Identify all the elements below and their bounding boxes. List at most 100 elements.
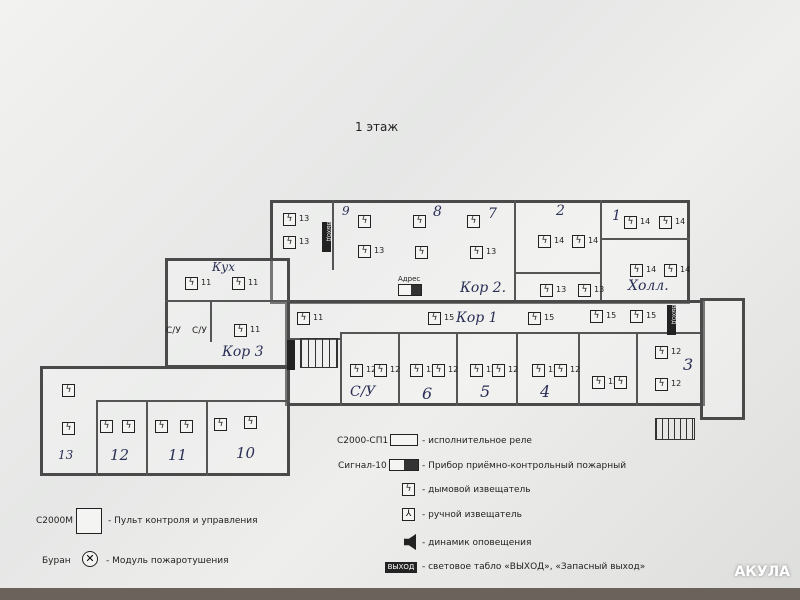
smoke-detector-icon bbox=[358, 215, 371, 228]
smoke-detector-icon: 11 bbox=[185, 277, 211, 290]
extinguishing-module-icon: ✕ bbox=[82, 551, 98, 567]
smoke-detector-icon bbox=[62, 384, 75, 397]
room-label-9: 9 bbox=[342, 204, 350, 218]
wall bbox=[340, 332, 342, 406]
room-label-wc: С/У bbox=[166, 326, 181, 336]
wall bbox=[600, 200, 602, 300]
smoke-detector-icon: 14 bbox=[624, 216, 650, 229]
legend-panel-desc: - Прибор приёмно-контрольный пожарный bbox=[422, 461, 627, 471]
smoke-detector-icon: 12 bbox=[410, 364, 436, 377]
legend-manual-desc: - ручной извещатель bbox=[422, 510, 522, 520]
wall bbox=[636, 332, 638, 406]
smoke-detector-icon: 12 bbox=[655, 378, 681, 391]
smoke-detector-icon: 13 bbox=[283, 213, 309, 226]
legend-panel-model: Сигнал-10 bbox=[338, 461, 387, 471]
wall bbox=[600, 238, 690, 240]
room-label-6: 6 bbox=[422, 384, 433, 403]
control-panel-icon bbox=[398, 284, 422, 296]
room-label-wc: С/У bbox=[350, 384, 376, 400]
room-label-3: 3 bbox=[683, 355, 694, 374]
wall bbox=[332, 200, 334, 270]
exit-sign-stair bbox=[287, 340, 295, 370]
legend-console-desc: - Пульт контроля и управления bbox=[108, 516, 258, 526]
smoke-detector-icon: 12 bbox=[374, 364, 400, 377]
smoke-detector-icon: 15 bbox=[630, 310, 656, 323]
floor-background bbox=[0, 588, 800, 600]
smoke-detector-icon: 11 bbox=[234, 324, 260, 337]
wall bbox=[96, 400, 290, 402]
room-label-1: 1 bbox=[612, 208, 621, 224]
smoke-detector-icon: 15 bbox=[428, 312, 454, 325]
wall bbox=[96, 400, 98, 476]
room-label-13: 13 bbox=[58, 448, 74, 462]
legend-module-desc: - Модуль пожаротушения bbox=[106, 556, 229, 566]
smoke-detector-icon bbox=[100, 420, 113, 433]
room-label-wc: С/У bbox=[192, 326, 207, 336]
smoke-detector-icon: 12 bbox=[432, 364, 458, 377]
smoke-detector-icon: 12 bbox=[532, 364, 558, 377]
address-label: Адрес bbox=[398, 275, 421, 283]
room-label-4: 4 bbox=[540, 382, 551, 401]
smoke-detector-icon: 12 bbox=[350, 364, 376, 377]
wall bbox=[210, 300, 212, 342]
relay-icon bbox=[390, 434, 418, 446]
smoke-detector-icon: 13 bbox=[358, 245, 384, 258]
room-label-8: 8 bbox=[433, 204, 442, 220]
legend-console-model: С2000М bbox=[36, 516, 73, 526]
smoke-detector-icon bbox=[467, 215, 480, 228]
smoke-detector-icon: 11 bbox=[232, 277, 258, 290]
wall bbox=[398, 332, 400, 406]
room-label-2: 2 bbox=[556, 203, 565, 219]
room-label-kor1: Кор 1 bbox=[456, 310, 498, 326]
exit-sign: ВЫХОД bbox=[322, 222, 331, 252]
room-label-11: 11 bbox=[168, 446, 188, 464]
smoke-detector-icon: 13 bbox=[470, 246, 496, 259]
manual-call-point-icon: ⅄ bbox=[402, 508, 415, 521]
legend-relay-desc: - исполнительное реле bbox=[422, 436, 532, 446]
stair-block-wall bbox=[700, 298, 745, 420]
smoke-detector-icon: 11 bbox=[297, 312, 323, 325]
smoke-detector-icon bbox=[402, 483, 415, 496]
staircase bbox=[300, 338, 338, 368]
smoke-detector-icon: 14 bbox=[659, 216, 685, 229]
smoke-detector-icon: 14 bbox=[664, 264, 690, 277]
room-label-kitchen: Кух bbox=[212, 260, 236, 274]
watermark: АКУЛА bbox=[734, 564, 790, 580]
wall bbox=[578, 332, 580, 406]
staircase-exterior bbox=[655, 418, 695, 440]
wall bbox=[514, 200, 516, 300]
wall bbox=[340, 332, 700, 334]
room-label-hall: Холл. bbox=[628, 278, 669, 294]
exit-sign-icon: ВЫХОД bbox=[385, 562, 417, 573]
smoke-detector-icon: 13 bbox=[578, 284, 604, 297]
smoke-detector-icon bbox=[614, 376, 627, 389]
smoke-detector-icon bbox=[62, 422, 75, 435]
room-label-5: 5 bbox=[480, 382, 491, 401]
wall bbox=[516, 332, 518, 406]
smoke-detector-icon: 12 bbox=[592, 376, 618, 389]
control-panel-icon bbox=[389, 459, 419, 471]
smoke-detector-icon bbox=[122, 420, 135, 433]
smoke-detector-icon: 15 bbox=[590, 310, 616, 323]
exit-sign: ВЫХОД bbox=[667, 305, 676, 335]
console-icon bbox=[76, 508, 102, 534]
legend-module-model: Буран bbox=[42, 556, 71, 566]
smoke-detector-icon: 15 bbox=[528, 312, 554, 325]
wall bbox=[206, 400, 208, 476]
smoke-detector-icon bbox=[244, 416, 257, 429]
room-label-12: 12 bbox=[110, 446, 130, 464]
smoke-detector-icon: 14 bbox=[538, 235, 564, 248]
legend-exit-desc: - световое табло «ВЫХОД», «Запасный выхо… bbox=[422, 562, 646, 572]
legend-speaker-desc: - динамик оповещения bbox=[422, 538, 532, 548]
smoke-detector-icon: 14 bbox=[572, 235, 598, 248]
smoke-detector-icon bbox=[413, 215, 426, 228]
smoke-detector-icon: 13 bbox=[283, 236, 309, 249]
wall bbox=[456, 332, 458, 406]
smoke-detector-icon: 14 bbox=[630, 264, 656, 277]
wall bbox=[165, 300, 290, 302]
legend-relay-model: С2000-СП1 bbox=[337, 436, 389, 446]
smoke-detector-icon bbox=[214, 418, 227, 431]
room-label-kor3: Кор 3 bbox=[222, 344, 264, 360]
smoke-detector-icon bbox=[155, 420, 168, 433]
smoke-detector-icon bbox=[415, 246, 428, 259]
